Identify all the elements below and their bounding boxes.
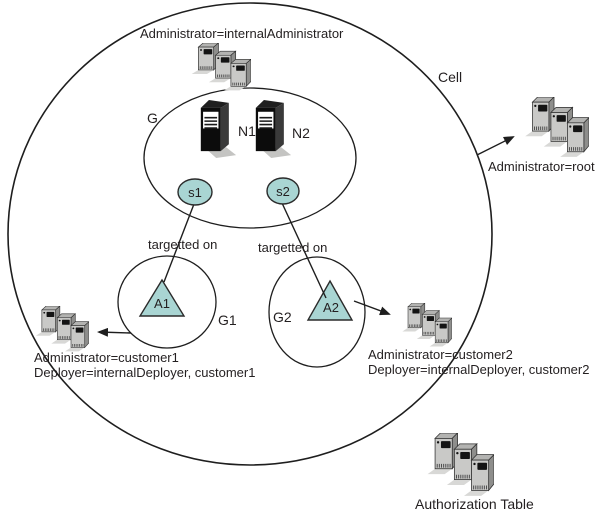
group-g2-boundary	[268, 256, 366, 368]
authorization-table-label: Authorization Table	[415, 496, 534, 512]
targeted-on-left-label: targetted on	[148, 237, 217, 252]
authorization-table-icon	[428, 433, 494, 496]
a2-to-customer2-arrow	[353, 300, 391, 316]
group-g1-label: G1	[218, 312, 237, 328]
customer2-admin-label: Administrator=customer2	[368, 347, 513, 362]
node-group-label: G	[147, 110, 158, 126]
cell-to-root-arrow	[476, 136, 515, 156]
node-n2-label: N2	[292, 125, 310, 141]
cell-boundary	[7, 2, 493, 466]
node-n2-icon	[256, 100, 291, 158]
s2-a2-link	[281, 202, 327, 299]
internal-administrator-label: Administrator=internalAdministrator	[140, 26, 344, 41]
app-a1-shape	[138, 278, 186, 317]
user-registry-icon-customer1	[36, 306, 89, 351]
node-n1-icon	[201, 100, 236, 158]
server-s1-shape	[177, 178, 213, 206]
server-s2-shape	[266, 177, 300, 205]
user-registry-icon-internal-administrator	[192, 43, 251, 90]
s1-a1-link	[163, 203, 195, 283]
group-g1-boundary	[117, 255, 217, 349]
server-s2-label: s2	[276, 184, 290, 199]
targeted-on-right-label: targetted on	[258, 240, 327, 255]
customer2-deployer-label: Deployer=internalDeployer, customer2	[368, 362, 589, 377]
customer1-deployer-label: Deployer=internalDeployer, customer1	[34, 365, 255, 380]
g1-to-customer1-arrow	[97, 327, 132, 337]
node-group-boundary	[143, 87, 357, 229]
app-a1-label: A1	[154, 296, 170, 311]
app-a2-shape	[306, 279, 354, 321]
server-s1-label: s1	[188, 185, 202, 200]
user-registry-icon-root	[525, 97, 589, 157]
user-registry-icon-customer2	[402, 303, 452, 347]
customer1-admin-label: Administrator=customer1	[34, 350, 179, 365]
group-g2-label: G2	[273, 309, 292, 325]
root-registry-label: Administrator=root	[488, 159, 595, 174]
cell-label: Cell	[438, 69, 462, 85]
node-n1-label: N1	[238, 123, 256, 139]
app-a2-label: A2	[323, 300, 339, 315]
